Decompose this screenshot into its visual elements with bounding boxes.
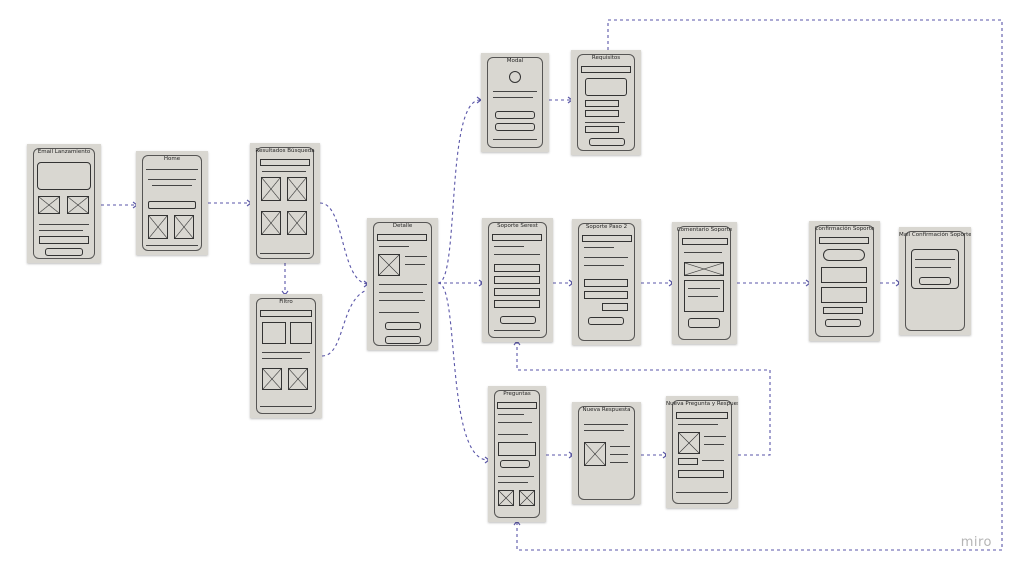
wireframe-card-questions[interactable]: Preguntas [488,386,546,522]
card-title: Comentario Soporte [676,227,733,233]
wireframe-card-request[interactable]: Requisitos [571,50,641,155]
wireframe-card-landing[interactable]: Email Lanzamiento [27,144,101,263]
miro-watermark: miro [960,535,992,550]
connector-filters-detail [321,289,368,357]
card-title: Soporte Serest [497,223,538,229]
card-title: Modal [506,58,524,64]
card-title: Nueva Pregunta y Respuesta [666,401,738,407]
card-title: Filtro [279,299,293,305]
card-title: Email Lanzamiento [37,149,91,155]
card-title: Preguntas [503,391,531,397]
card-title: Mail Confirmación Soporte [899,232,971,238]
wireframe-card-support[interactable]: Soporte Serest [482,218,553,342]
wireframe-card-detail[interactable]: Detalle [367,218,438,350]
card-title: Home [163,156,181,162]
wireframe-card-results[interactable]: Resultados Búsqueda [250,143,320,263]
connector-detail-questions [437,282,489,461]
wireframe-card-answer[interactable]: Nueva Respuesta [572,402,641,504]
wireframe-card-filters[interactable]: Filtro [250,294,322,418]
card-title: Confirmación Soporte [814,226,875,232]
connector-detail-modal [437,99,481,284]
card-title: Soporte Paso 2 [585,224,628,230]
connector-answer2-support [516,342,771,456]
wireframe-card-modal[interactable]: Modal [481,53,549,152]
wireframe-card-support-step2[interactable]: Soporte Paso 2 [572,219,641,345]
wireframe-card-support-step3[interactable]: Comentario Soporte [672,222,737,344]
card-title: Detalle [392,223,413,229]
wireframe-card-confirm[interactable]: Confirmación Soporte [809,221,880,341]
card-title: Resultados Búsqueda [255,148,315,154]
connector-request-questions-loop [516,19,1003,551]
wireframe-card-home[interactable]: Home [136,151,208,255]
card-title: Requisitos [591,55,621,61]
wireframe-card-answer2[interactable]: Nueva Pregunta y Respuesta [666,396,738,508]
wireframe-card-mail[interactable]: Mail Confirmación Soporte [899,227,971,335]
card-title: Nueva Respuesta [582,407,631,413]
connector-results-detail [319,202,368,285]
